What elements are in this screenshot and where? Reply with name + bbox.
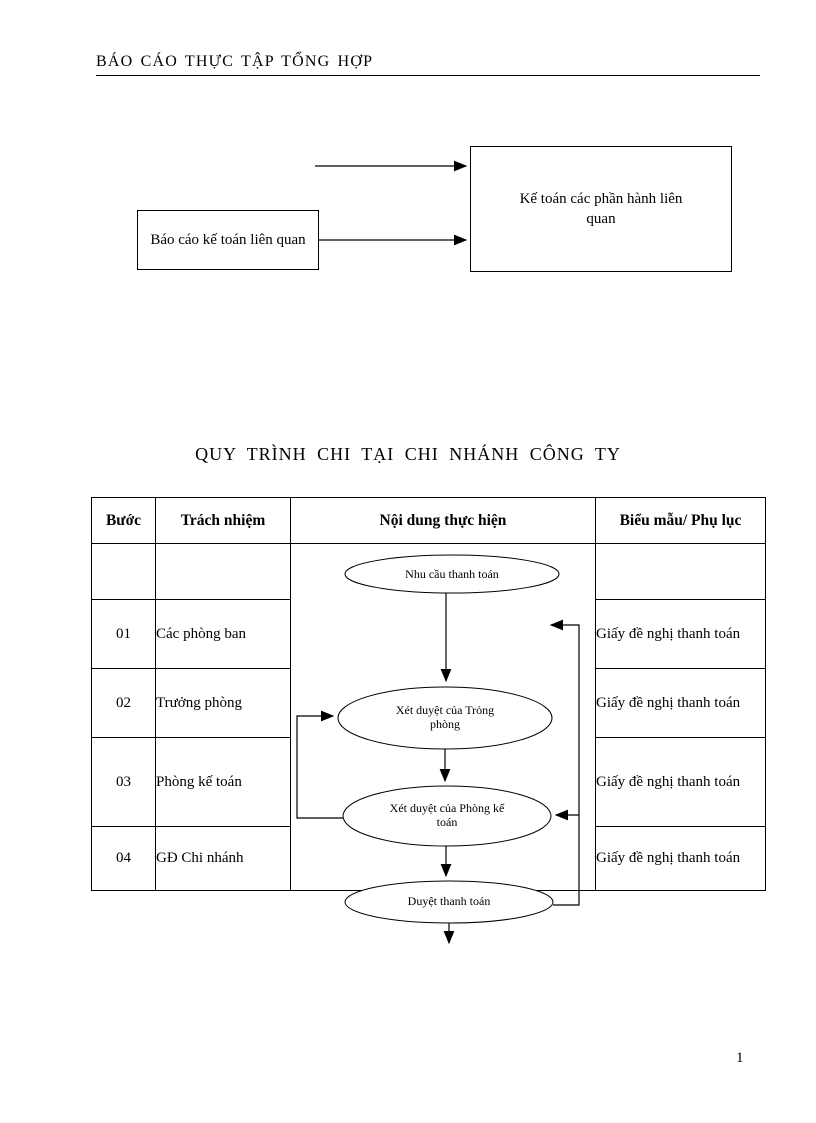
- step-cell: 02: [91, 668, 156, 738]
- flowchart-cell: [290, 543, 596, 891]
- form-cell: Giấy đề nghị thanh toán: [595, 599, 766, 669]
- responsibility-cell: Phòng kế toán: [155, 737, 291, 827]
- page-number: 1: [736, 1050, 744, 1066]
- procedure-table: Bước Trách nhiệm Nội dung thực hiện Biểu…: [91, 497, 766, 891]
- table-row: 01 Các phòng ban Giấy đề nghị thanh toán: [91, 599, 766, 669]
- table-row: 03 Phòng kế toán Giấy đề nghị thanh toán: [91, 737, 766, 827]
- header-title: BÁO CÁO THỰC TẬP TỔNG HỢP: [96, 53, 374, 70]
- form-cell: [595, 543, 766, 600]
- document-header: BÁO CÁO THỰC TẬP TỔNG HỢP: [96, 53, 760, 76]
- responsibility-cell: GĐ Chi nhánh: [155, 826, 291, 891]
- diagram-box-accounting-label: Kế toán các phần hành liên quan: [519, 190, 683, 227]
- step-cell: 03: [91, 737, 156, 827]
- diagram-box-report: Báo cáo kế toán liên quan: [137, 210, 319, 270]
- col-header-responsibility: Trách nhiệm: [155, 497, 291, 544]
- col-header-content: Nội dung thực hiện: [290, 497, 596, 544]
- table-header-row: Bước Trách nhiệm Nội dung thực hiện Biểu…: [91, 497, 766, 544]
- responsibility-cell: [155, 543, 291, 600]
- section-title: QUY TRÌNH CHI TẠI CHI NHÁNH CÔNG TY: [195, 444, 621, 464]
- responsibility-cell: Trưởng phòng: [155, 668, 291, 738]
- diagram-box-report-label: Báo cáo kế toán liên quan: [150, 231, 306, 248]
- responsibility-cell: Các phòng ban: [155, 599, 291, 669]
- form-cell: Giấy đề nghị thanh toán: [595, 737, 766, 827]
- table-row: 02 Trưởng phòng Giấy đề nghị thanh toán: [91, 668, 766, 738]
- col-header-form: Biểu mẫu/ Phụ lục: [595, 497, 766, 544]
- form-cell: Giấy đề nghị thanh toán: [595, 668, 766, 738]
- diagram-box-accounting: Kế toán các phần hành liên quan: [470, 146, 732, 272]
- table-row: 04 GĐ Chi nhánh Giấy đề nghị thanh toán: [91, 826, 766, 891]
- step-cell: [91, 543, 156, 600]
- flowchart-node-label: Duyệt thanh toán: [407, 894, 491, 908]
- step-cell: 01: [91, 599, 156, 669]
- table-row: [91, 543, 766, 891]
- step-cell: 04: [91, 826, 156, 891]
- form-cell: Giấy đề nghị thanh toán: [595, 826, 766, 891]
- col-header-step: Bước: [91, 497, 156, 544]
